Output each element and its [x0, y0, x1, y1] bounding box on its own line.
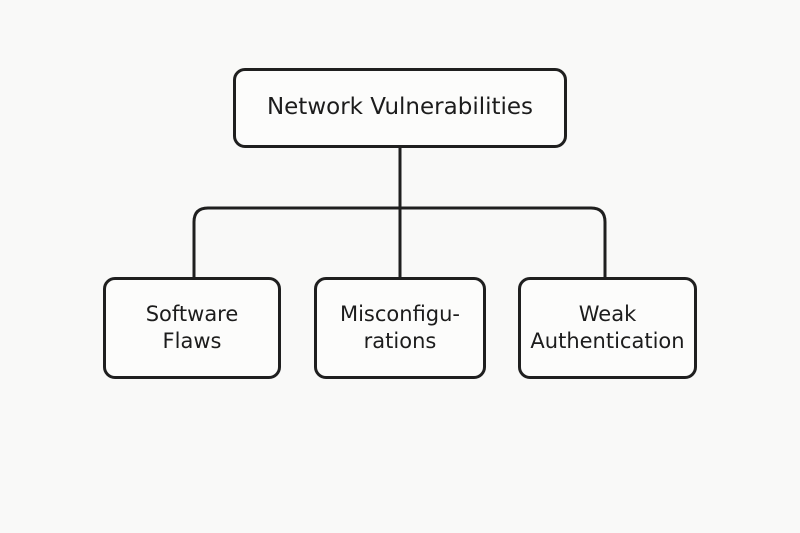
root-node: Network Vulnerabilities	[233, 68, 567, 148]
child-node-weak-authentication: Weak Authentication	[518, 277, 697, 379]
child-node-misconfigurations: Misconfigu- rations	[314, 277, 486, 379]
branch-line-left	[192, 206, 402, 279]
child-node-label: Misconfigu- rations	[339, 301, 461, 353]
child-node-software-flaws: Software Flaws	[103, 277, 281, 379]
branch-line-right	[398, 206, 607, 279]
child-node-label: Weak Authentication	[530, 301, 685, 353]
root-node-label: Network Vulnerabilities	[266, 94, 534, 121]
child-node-label: Software Flaws	[145, 301, 239, 353]
